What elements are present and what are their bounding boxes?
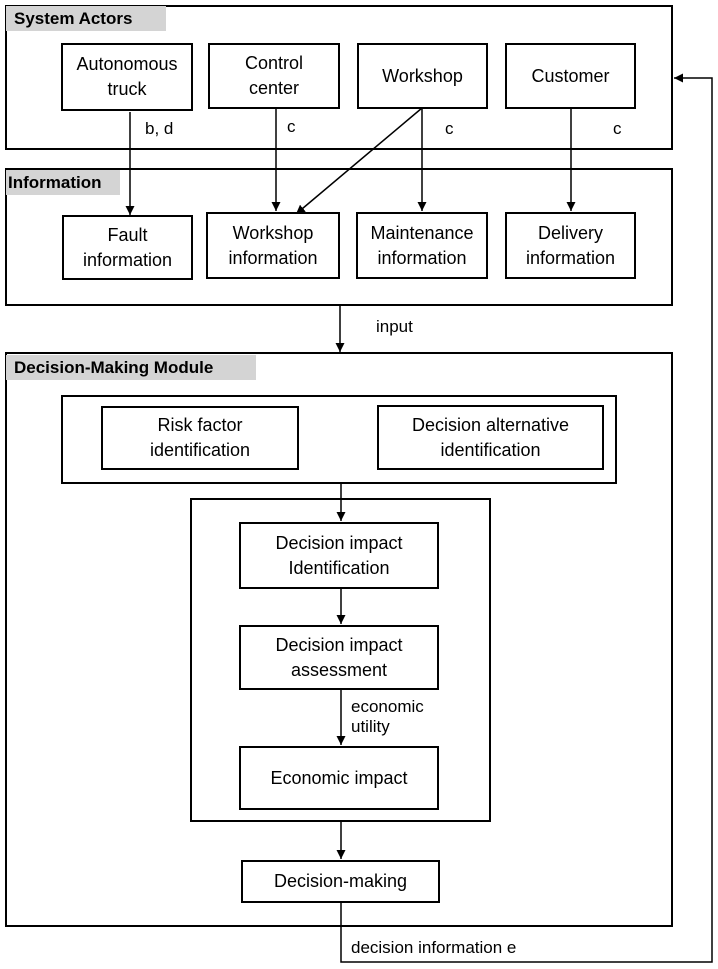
decision-alternative-identification: Decision alternative identification — [377, 405, 604, 470]
label-c-customer: c — [613, 119, 622, 138]
decision-module-panel — [5, 352, 673, 927]
impact-group — [190, 498, 491, 822]
decision-making: Decision-making — [241, 860, 440, 903]
economic-impact: Economic impact — [239, 746, 439, 810]
decision-impact-identification: Decision impact Identification — [239, 522, 439, 589]
label-economic-utility: economic utility — [351, 697, 424, 736]
info-delivery: Delivery information — [505, 212, 636, 279]
actor-workshop: Workshop — [357, 43, 488, 109]
actor-autonomous-truck: Autonomous truck — [61, 43, 193, 111]
identification-group — [61, 395, 617, 484]
information-title: Information — [6, 170, 120, 195]
label-c-control: c — [287, 117, 296, 136]
info-maintenance: Maintenance information — [356, 212, 488, 279]
decision-module-title: Decision-Making Module — [6, 355, 256, 380]
arrow-workshop-to-workshop-info — [295, 107, 423, 215]
decision-impact-assessment: Decision impact assessment — [239, 625, 439, 690]
label-c-workshop: c — [445, 119, 454, 138]
label-b-d: b, d — [145, 119, 174, 138]
system-actors-panel — [5, 5, 673, 150]
information-panel — [5, 168, 673, 306]
info-fault: Fault information — [62, 215, 193, 280]
actor-control-center: Control center — [208, 43, 340, 109]
label-decision-information: decision information e — [351, 938, 517, 957]
system-actors-title: System Actors — [6, 6, 166, 31]
risk-factor-identification: Risk factor identification — [101, 406, 299, 470]
label-input: input — [376, 317, 413, 336]
info-workshop: Workshop information — [206, 212, 340, 279]
feedback-decision-information — [340, 73, 713, 963]
actor-customer: Customer — [505, 43, 636, 109]
